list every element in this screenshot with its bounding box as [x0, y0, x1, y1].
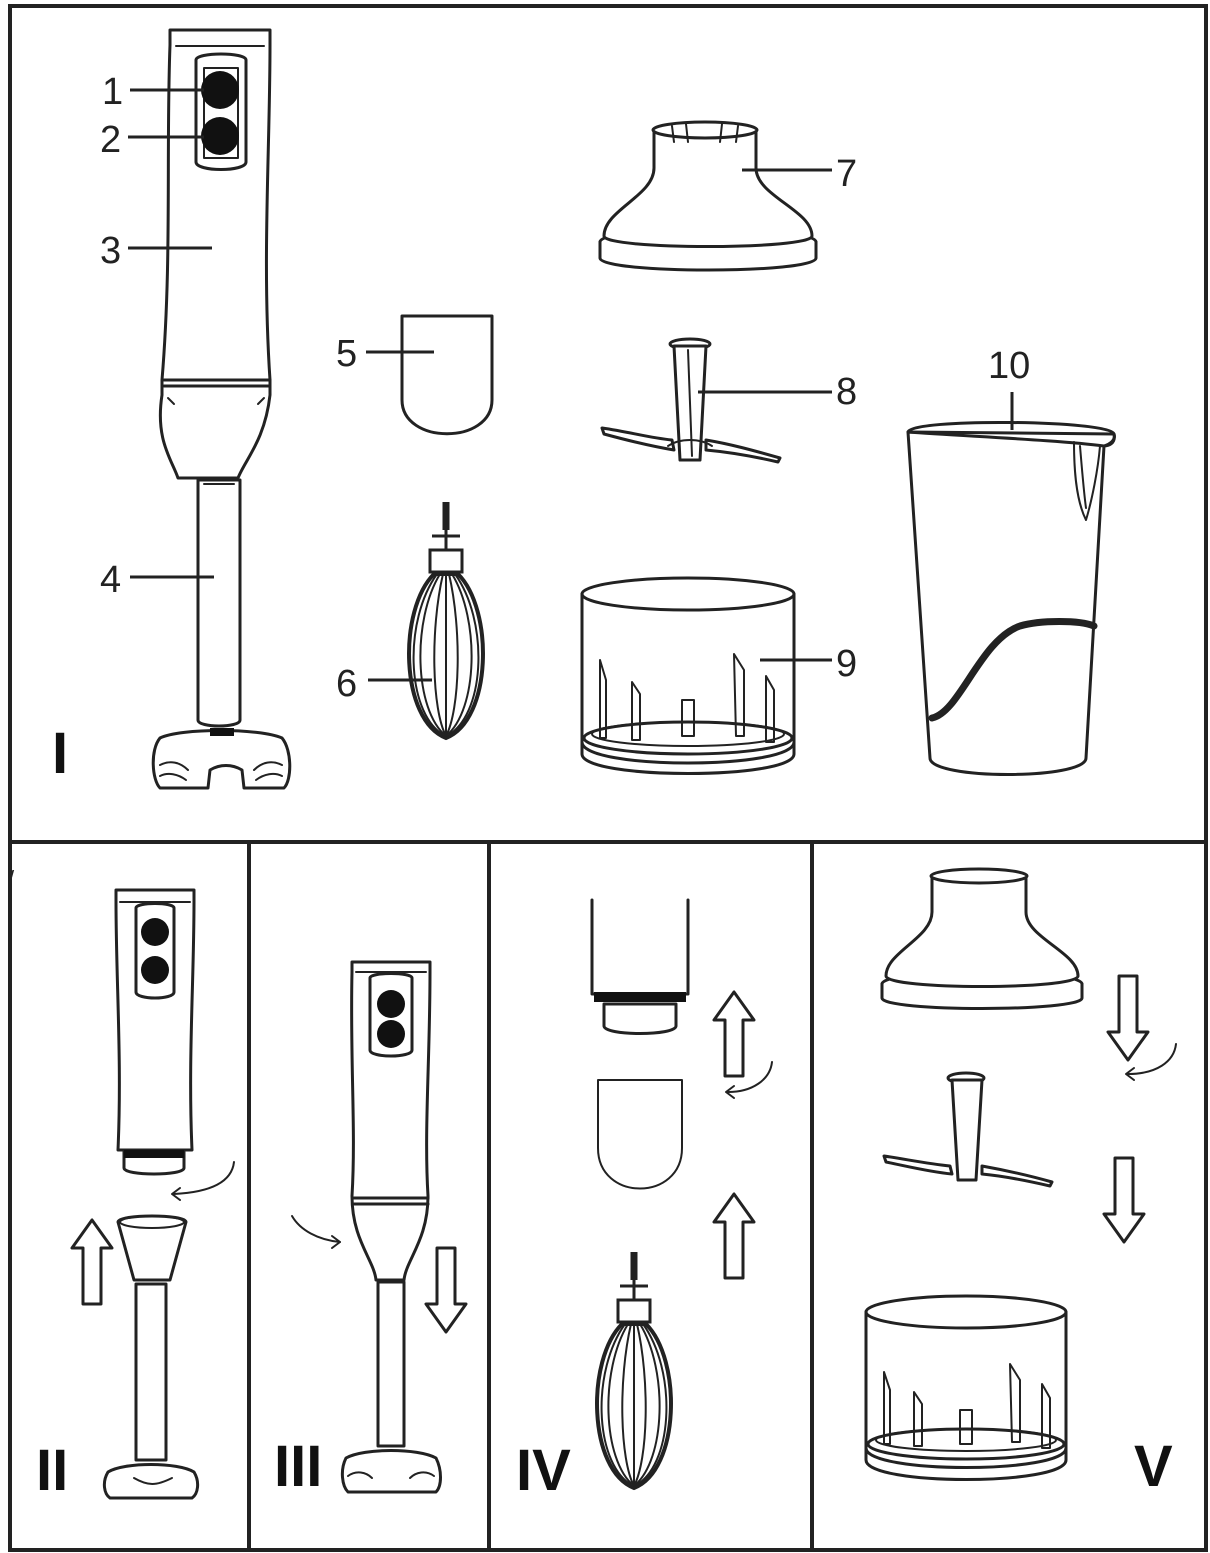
whisk — [409, 502, 483, 738]
callout-2: 2 — [100, 119, 121, 161]
chopper-bowl: 9 — [580, 576, 857, 775]
callout-8: 8 — [836, 371, 857, 413]
panel-label-iv: IV — [516, 1438, 571, 1503]
blender-shaft — [151, 478, 292, 790]
stray-mark: / — [8, 866, 15, 891]
panel-label-i: I — [52, 721, 68, 786]
whisk-adapter: 5 — [336, 314, 494, 436]
panel-ii: / II — [8, 866, 235, 1503]
outer-frame — [8, 4, 1208, 1552]
chopper-blade: 8 — [600, 337, 857, 464]
panel-label-ii: II — [36, 1438, 68, 1503]
callout-4: 4 — [100, 559, 121, 601]
callout-7: 7 — [836, 153, 857, 195]
panel-label-v: V — [1134, 1434, 1173, 1499]
chopper-lid: 7 — [598, 120, 857, 272]
panel-i: 1 2 3 4 5 6 7 — [52, 28, 1116, 790]
button-1-icon — [201, 71, 239, 109]
callout-1: 1 — [102, 71, 123, 113]
callout-6: 6 — [336, 663, 357, 705]
callout-10: 10 — [988, 345, 1030, 387]
measuring-beaker: 10 — [906, 345, 1116, 776]
panel-v: V — [864, 867, 1177, 1499]
callout-3: 3 — [100, 230, 121, 272]
callout-5: 5 — [336, 333, 357, 375]
panel-iv: IV — [516, 898, 773, 1503]
motor-unit — [158, 28, 272, 480]
callout-9: 9 — [836, 643, 857, 685]
button-2-icon — [201, 117, 239, 155]
panel-iii: III — [274, 960, 468, 1499]
panel-label-iii: III — [274, 1434, 322, 1499]
